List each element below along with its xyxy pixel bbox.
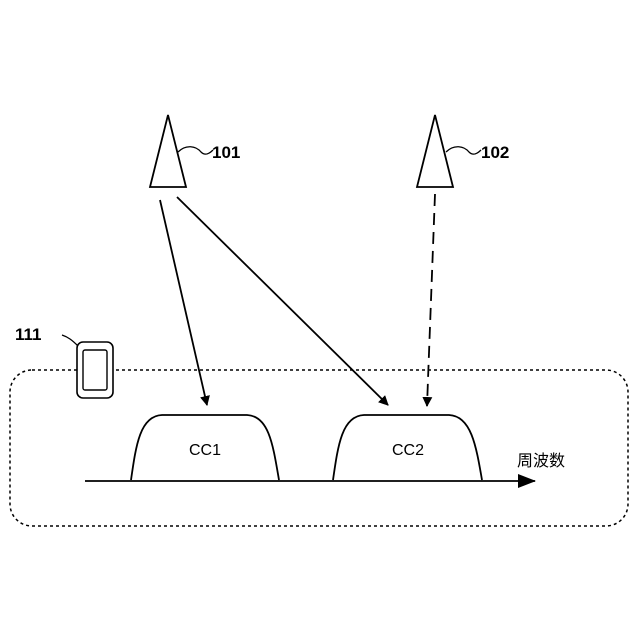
terminal-111-leader-line <box>62 335 78 346</box>
base-station-102-label: 102 <box>481 143 509 162</box>
terminal-111-screen <box>83 350 107 390</box>
frequency-axis-label: 周波数 <box>517 451 565 470</box>
base-station-101-label: 101 <box>212 143 240 162</box>
terminal-111-label: 111 <box>15 325 42 344</box>
arrow-102-to-cc2 <box>427 194 435 406</box>
base-station-101-antenna-icon <box>150 115 186 187</box>
carrier-cc1-label: CC1 <box>189 442 221 459</box>
arrow-101-to-cc2 <box>177 197 388 405</box>
arrow-101-to-cc1 <box>160 200 207 405</box>
base-station-102-leader-line <box>446 147 481 154</box>
carrier-cc2-label: CC2 <box>392 442 424 459</box>
base-station-101-leader-line <box>178 147 213 154</box>
